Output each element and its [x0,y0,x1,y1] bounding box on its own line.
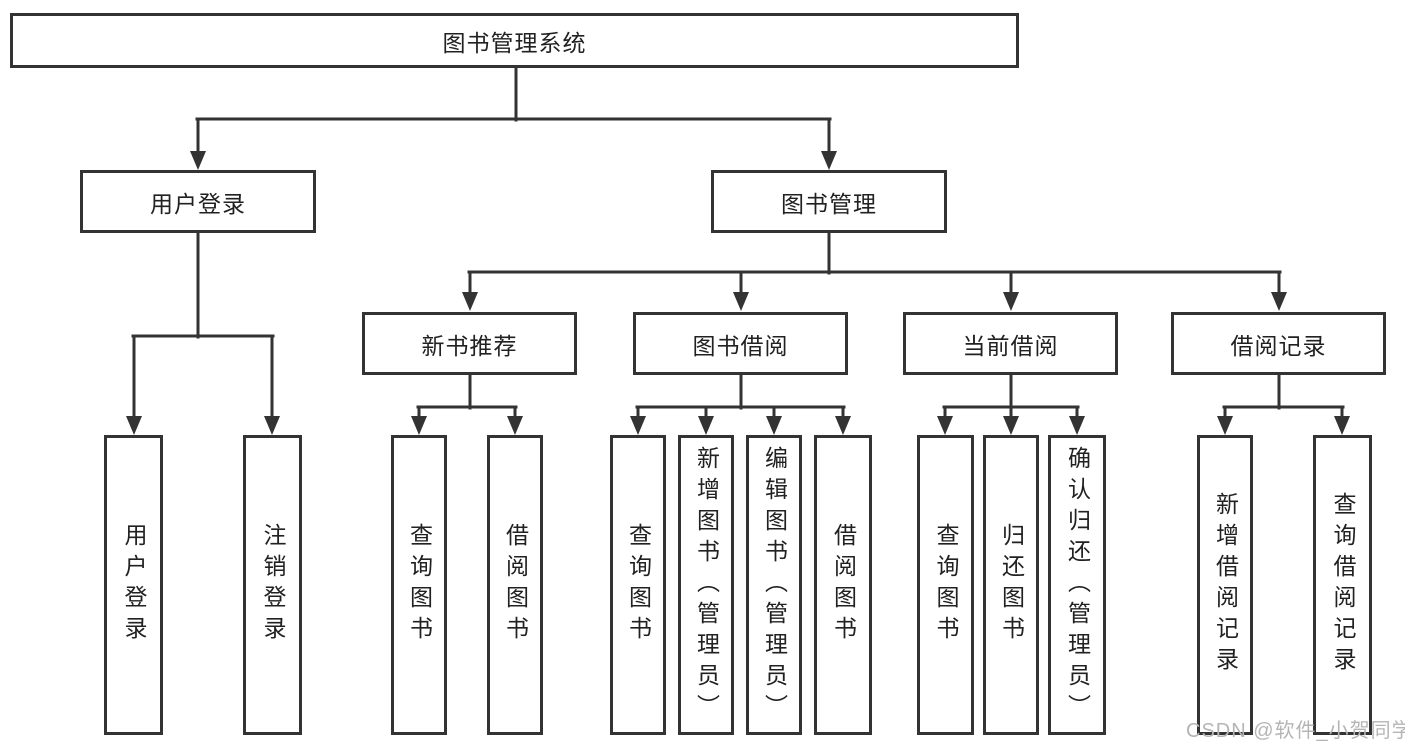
leaf-logout: 注销登录 [243,435,302,735]
leaf-edit-books-admin: 编辑图书（管理员） [746,435,802,735]
leaf-query-books-borrow: 查询图书 [610,435,666,735]
node-new-book-recommend: 新书推荐 [362,312,577,375]
leaf-add-books-admin: 新增图书（管理员） [678,435,734,735]
node-library-management-system: 图书管理系统 [10,13,1019,68]
leaf-borrow-books: 借阅图书 [814,435,872,735]
leaf-query-books-recommend: 查询图书 [391,435,447,735]
connector-current-borrow-to-leaves [937,373,1085,435]
connector-borrow-records-to-leaves [1217,373,1350,435]
connector-user-login-to-leaves [126,231,280,435]
node-borrow-records: 借阅记录 [1171,312,1386,375]
connector-book-management-to-sections [462,231,1287,311]
csdn-watermark: CSDN @软件_小贺同学 [1186,720,1405,742]
connector-book-borrow-to-leaves [630,373,851,435]
node-book-borrow: 图书借阅 [633,312,848,375]
leaf-confirm-return-admin: 确认归还（管理员） [1048,435,1106,735]
leaf-query-books-current: 查询图书 [917,435,974,735]
leaf-add-borrow-record: 新增借阅记录 [1197,435,1253,735]
connector-new-book-recommend-to-leaves [411,373,523,435]
connector-root-to-level2 [190,66,837,170]
node-book-management: 图书管理 [711,170,947,233]
node-current-borrow: 当前借阅 [903,312,1118,375]
leaf-query-borrow-record: 查询借阅记录 [1313,435,1372,735]
leaf-return-books: 归还图书 [983,435,1039,735]
leaf-user-login: 用户登录 [104,435,163,735]
node-user-login: 用户登录 [80,170,316,233]
leaf-borrow-books-recommend: 借阅图书 [487,435,543,735]
